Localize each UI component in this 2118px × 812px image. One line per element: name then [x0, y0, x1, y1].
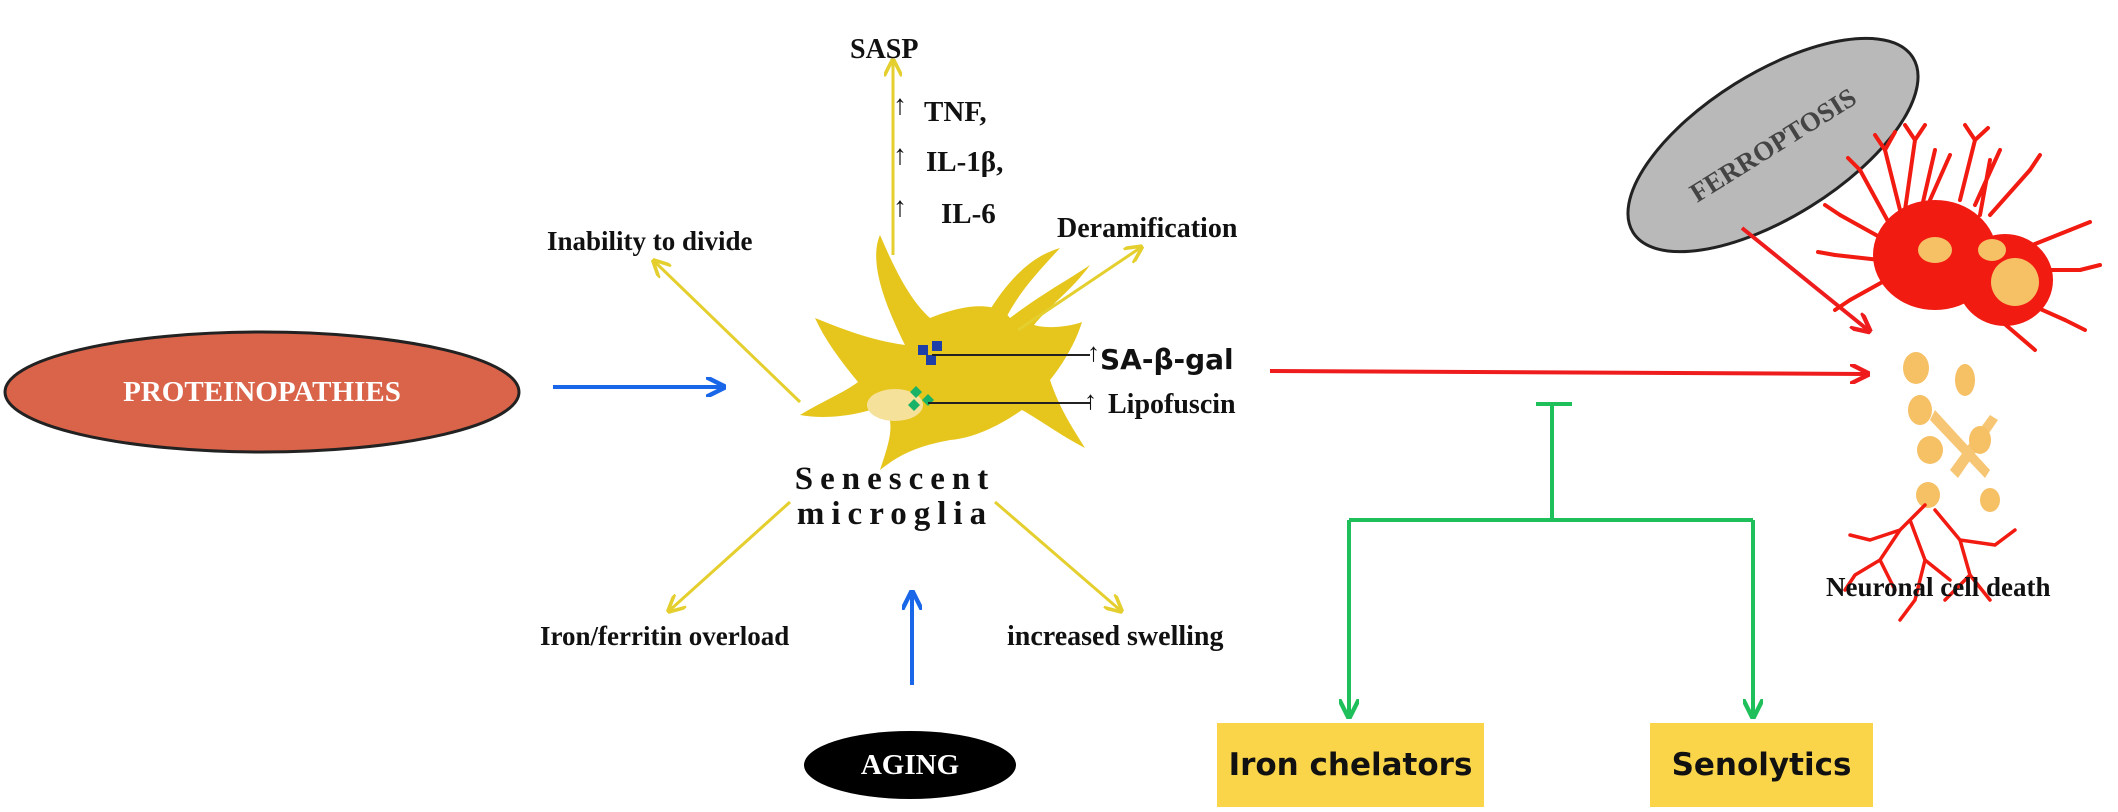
arrow-to-inability — [655, 262, 802, 404]
lipofuscin-label: Lipofuscin — [1108, 389, 1236, 420]
il6-label: IL-6 — [941, 198, 996, 230]
tnf-up-arrow: ↑ — [893, 90, 907, 121]
neuronal-death-label: Neuronal cell death — [1826, 572, 2051, 602]
arrow-to-deramification — [1017, 248, 1140, 332]
sa-beta-gal-up-arrow: ↑ — [1087, 338, 1100, 367]
microglia-cell — [800, 235, 1090, 470]
arrow-microglia-to-neuron — [1269, 371, 1866, 374]
arrow-to-iron-overload — [670, 500, 792, 610]
inability-label: Inability to divide — [547, 226, 753, 256]
il1b-up-arrow: ↑ — [893, 140, 907, 171]
neuron-illustration — [1816, 123, 2102, 622]
sa-beta-gal-label: SA-β-gal — [1100, 343, 1234, 376]
tnf-label: TNF, — [924, 96, 987, 128]
sa-beta-gal-granule-icon — [918, 341, 942, 365]
arrow-ferroptosis-to-neuron — [1740, 226, 1868, 330]
microglia-line: microglia — [796, 495, 994, 532]
aging-oval — [804, 731, 1016, 799]
inhibition-connector — [1349, 402, 1753, 715]
aging-label: AGING — [860, 748, 960, 781]
iron-overload-label: Iron/ferritin overload — [540, 621, 790, 651]
proteinopathies-oval — [3, 330, 521, 454]
senescent-microglia-label: Senescent microglia — [760, 462, 1030, 531]
proteinopathies-label: PROTEINOPATHIES — [123, 375, 401, 408]
arrow-to-swelling — [994, 500, 1120, 610]
sasp-label: SASP — [850, 34, 919, 65]
lipofuscin-granule-icon — [908, 386, 934, 411]
iron-chelators-box: Iron chelators — [1217, 723, 1484, 807]
lipofuscin-up-arrow: ↑ — [1084, 386, 1097, 415]
ferroptosis-oval — [1626, 36, 1920, 254]
il1b-label: IL-1β, — [926, 146, 1004, 178]
senolytics-box: Senolytics — [1650, 723, 1873, 807]
il6-up-arrow: ↑ — [893, 192, 907, 223]
swelling-label: increased swelling — [1007, 621, 1224, 652]
senescent-line: Senescent — [794, 461, 996, 497]
deramification-label: Deramification — [1057, 213, 1238, 244]
